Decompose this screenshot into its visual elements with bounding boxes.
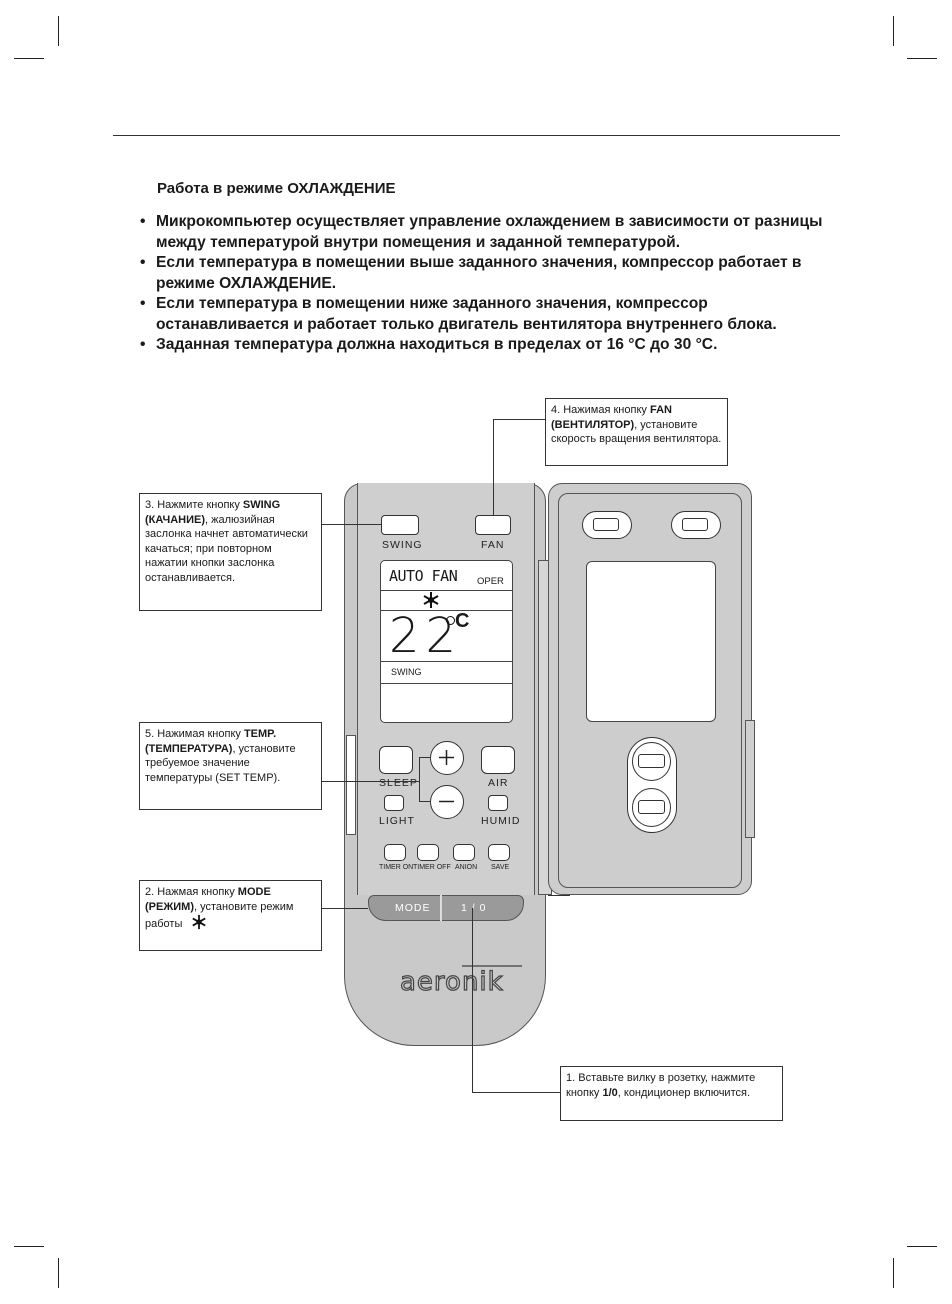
callout-mode: 2. Нажмая кнопку MODE (РЕЖИМ), установит…: [139, 880, 322, 951]
crop-mark: [58, 1258, 59, 1288]
callout-temp: 5. Нажимая кнопку TEMP. (ТЕМПЕРАТУРА), у…: [139, 722, 322, 810]
temp-up-button[interactable]: [430, 741, 464, 775]
anion-label: ANION: [455, 864, 478, 871]
light-label: LIGHT: [379, 815, 415, 827]
lcd-swing: SWING: [391, 667, 422, 677]
callout-swing: 3. Нажмите кнопку SWING (КАЧАНИЕ), жалюз…: [139, 493, 322, 611]
mode-power-bar: [368, 895, 524, 921]
crop-mark: [58, 16, 59, 46]
crop-mark: [14, 58, 44, 59]
air-label: AIR: [488, 777, 509, 789]
sleep-label: SLEEP: [379, 777, 418, 789]
svg-text:aeronik: aeronik: [400, 967, 504, 996]
side-slider: [346, 735, 356, 835]
timer-off-button[interactable]: [417, 844, 439, 861]
fan-label: FAN: [481, 539, 505, 551]
humid-button[interactable]: [488, 795, 508, 811]
snowflake-icon: [422, 591, 440, 609]
lcd-unit: C: [455, 610, 470, 632]
crop-mark: [14, 1246, 44, 1247]
bullet-list: Микрокомпьютер осуществляет управление о…: [137, 212, 837, 356]
crop-mark: [893, 16, 894, 46]
crop-mark: [907, 58, 937, 59]
list-item: Если температура в помещении ниже заданн…: [137, 294, 837, 335]
callout-power: 1. Вставьте вилку в розетку, нажмите кно…: [560, 1066, 783, 1121]
lcd-oper: OPER: [477, 576, 504, 587]
lid-window: [586, 561, 716, 722]
list-item: Заданная температура должна находиться в…: [137, 335, 837, 356]
plus-icon: [439, 750, 454, 765]
anion-button[interactable]: [453, 844, 475, 861]
lid-clip-double: [627, 737, 677, 833]
timer-off-label: TIMER OFF: [413, 864, 451, 871]
light-button[interactable]: [384, 795, 404, 811]
degree-icon: [446, 616, 455, 625]
callout-fan: 4. Нажимая кнопку FAN (ВЕНТИЛЯТОР), уста…: [545, 398, 728, 466]
list-item: Микрокомпьютер осуществляет управление о…: [137, 212, 837, 253]
lid-clip: [671, 511, 721, 539]
save-button[interactable]: [488, 844, 510, 861]
swing-button[interactable]: [381, 515, 419, 535]
air-button[interactable]: [481, 746, 515, 774]
fan-button[interactable]: [475, 515, 511, 535]
crop-mark: [907, 1246, 937, 1247]
power-button[interactable]: 1 / 0: [461, 902, 487, 914]
lid-side-tab: [745, 720, 755, 838]
crop-mark: [893, 1258, 894, 1288]
lcd-display: [380, 560, 513, 723]
save-label: SAVE: [491, 864, 510, 871]
sleep-button[interactable]: [379, 746, 413, 774]
section-heading: Работа в режиме ОХЛАЖДЕНИЕ: [157, 180, 396, 197]
lcd-temperature: 22: [389, 608, 463, 664]
brand-logo: aeronik: [399, 960, 524, 998]
minus-icon: [439, 800, 454, 803]
timer-on-label: TIMER ON: [379, 864, 414, 871]
mode-button[interactable]: MODE: [395, 902, 431, 914]
list-item: Если температура в помещении выше заданн…: [137, 253, 837, 294]
lid-clip: [582, 511, 632, 539]
swing-label: SWING: [382, 539, 423, 551]
header-rule: [113, 135, 840, 136]
temp-down-button[interactable]: [430, 785, 464, 819]
humid-label: HUMID: [481, 815, 521, 827]
timer-on-button[interactable]: [384, 844, 406, 861]
lcd-mode: AUTO FAN: [389, 567, 458, 585]
snowflake-icon: [191, 914, 207, 935]
